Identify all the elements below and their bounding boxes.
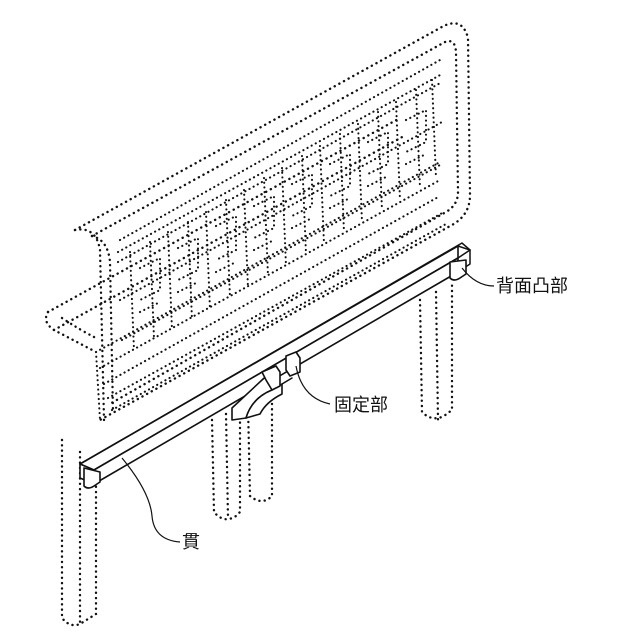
rail-left-end-tab	[84, 468, 100, 488]
leader-rail	[122, 458, 180, 542]
rail-bar	[80, 243, 470, 484]
leaders	[122, 268, 494, 542]
leader-fixing-part	[296, 366, 330, 404]
label-fixing-part: 固定部	[334, 395, 388, 416]
label-rail: 貫	[182, 532, 200, 553]
bench-outline	[46, 23, 470, 625]
label-back-protrusion: 背面凸部	[496, 276, 568, 297]
